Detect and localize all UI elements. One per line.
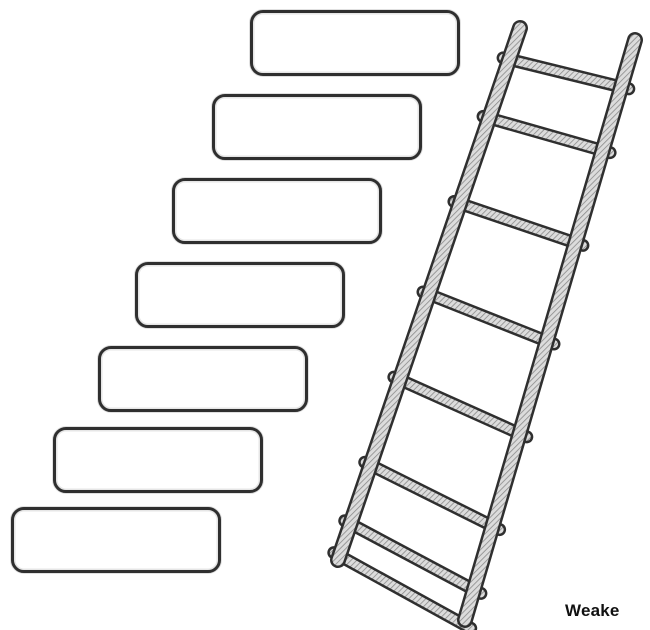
step-box-6[interactable]: [53, 427, 263, 493]
ladder-rung: [334, 553, 471, 629]
step-box-7[interactable]: [11, 507, 221, 573]
step-box-3[interactable]: [172, 178, 382, 244]
step-box-5[interactable]: [98, 346, 308, 412]
step-box-2[interactable]: [212, 94, 422, 160]
ladder-rung: [345, 521, 481, 594]
ladder-rung: [423, 292, 554, 344]
step-box-4[interactable]: [135, 262, 345, 328]
ladder-rung: [394, 377, 527, 437]
weak-label: Weake: [565, 601, 620, 621]
ladder-rung: [454, 202, 583, 246]
ladder-rung: [365, 462, 500, 529]
ladder-rung: [503, 58, 629, 89]
step-box-1[interactable]: [250, 10, 460, 76]
ladder-rung: [483, 116, 610, 152]
